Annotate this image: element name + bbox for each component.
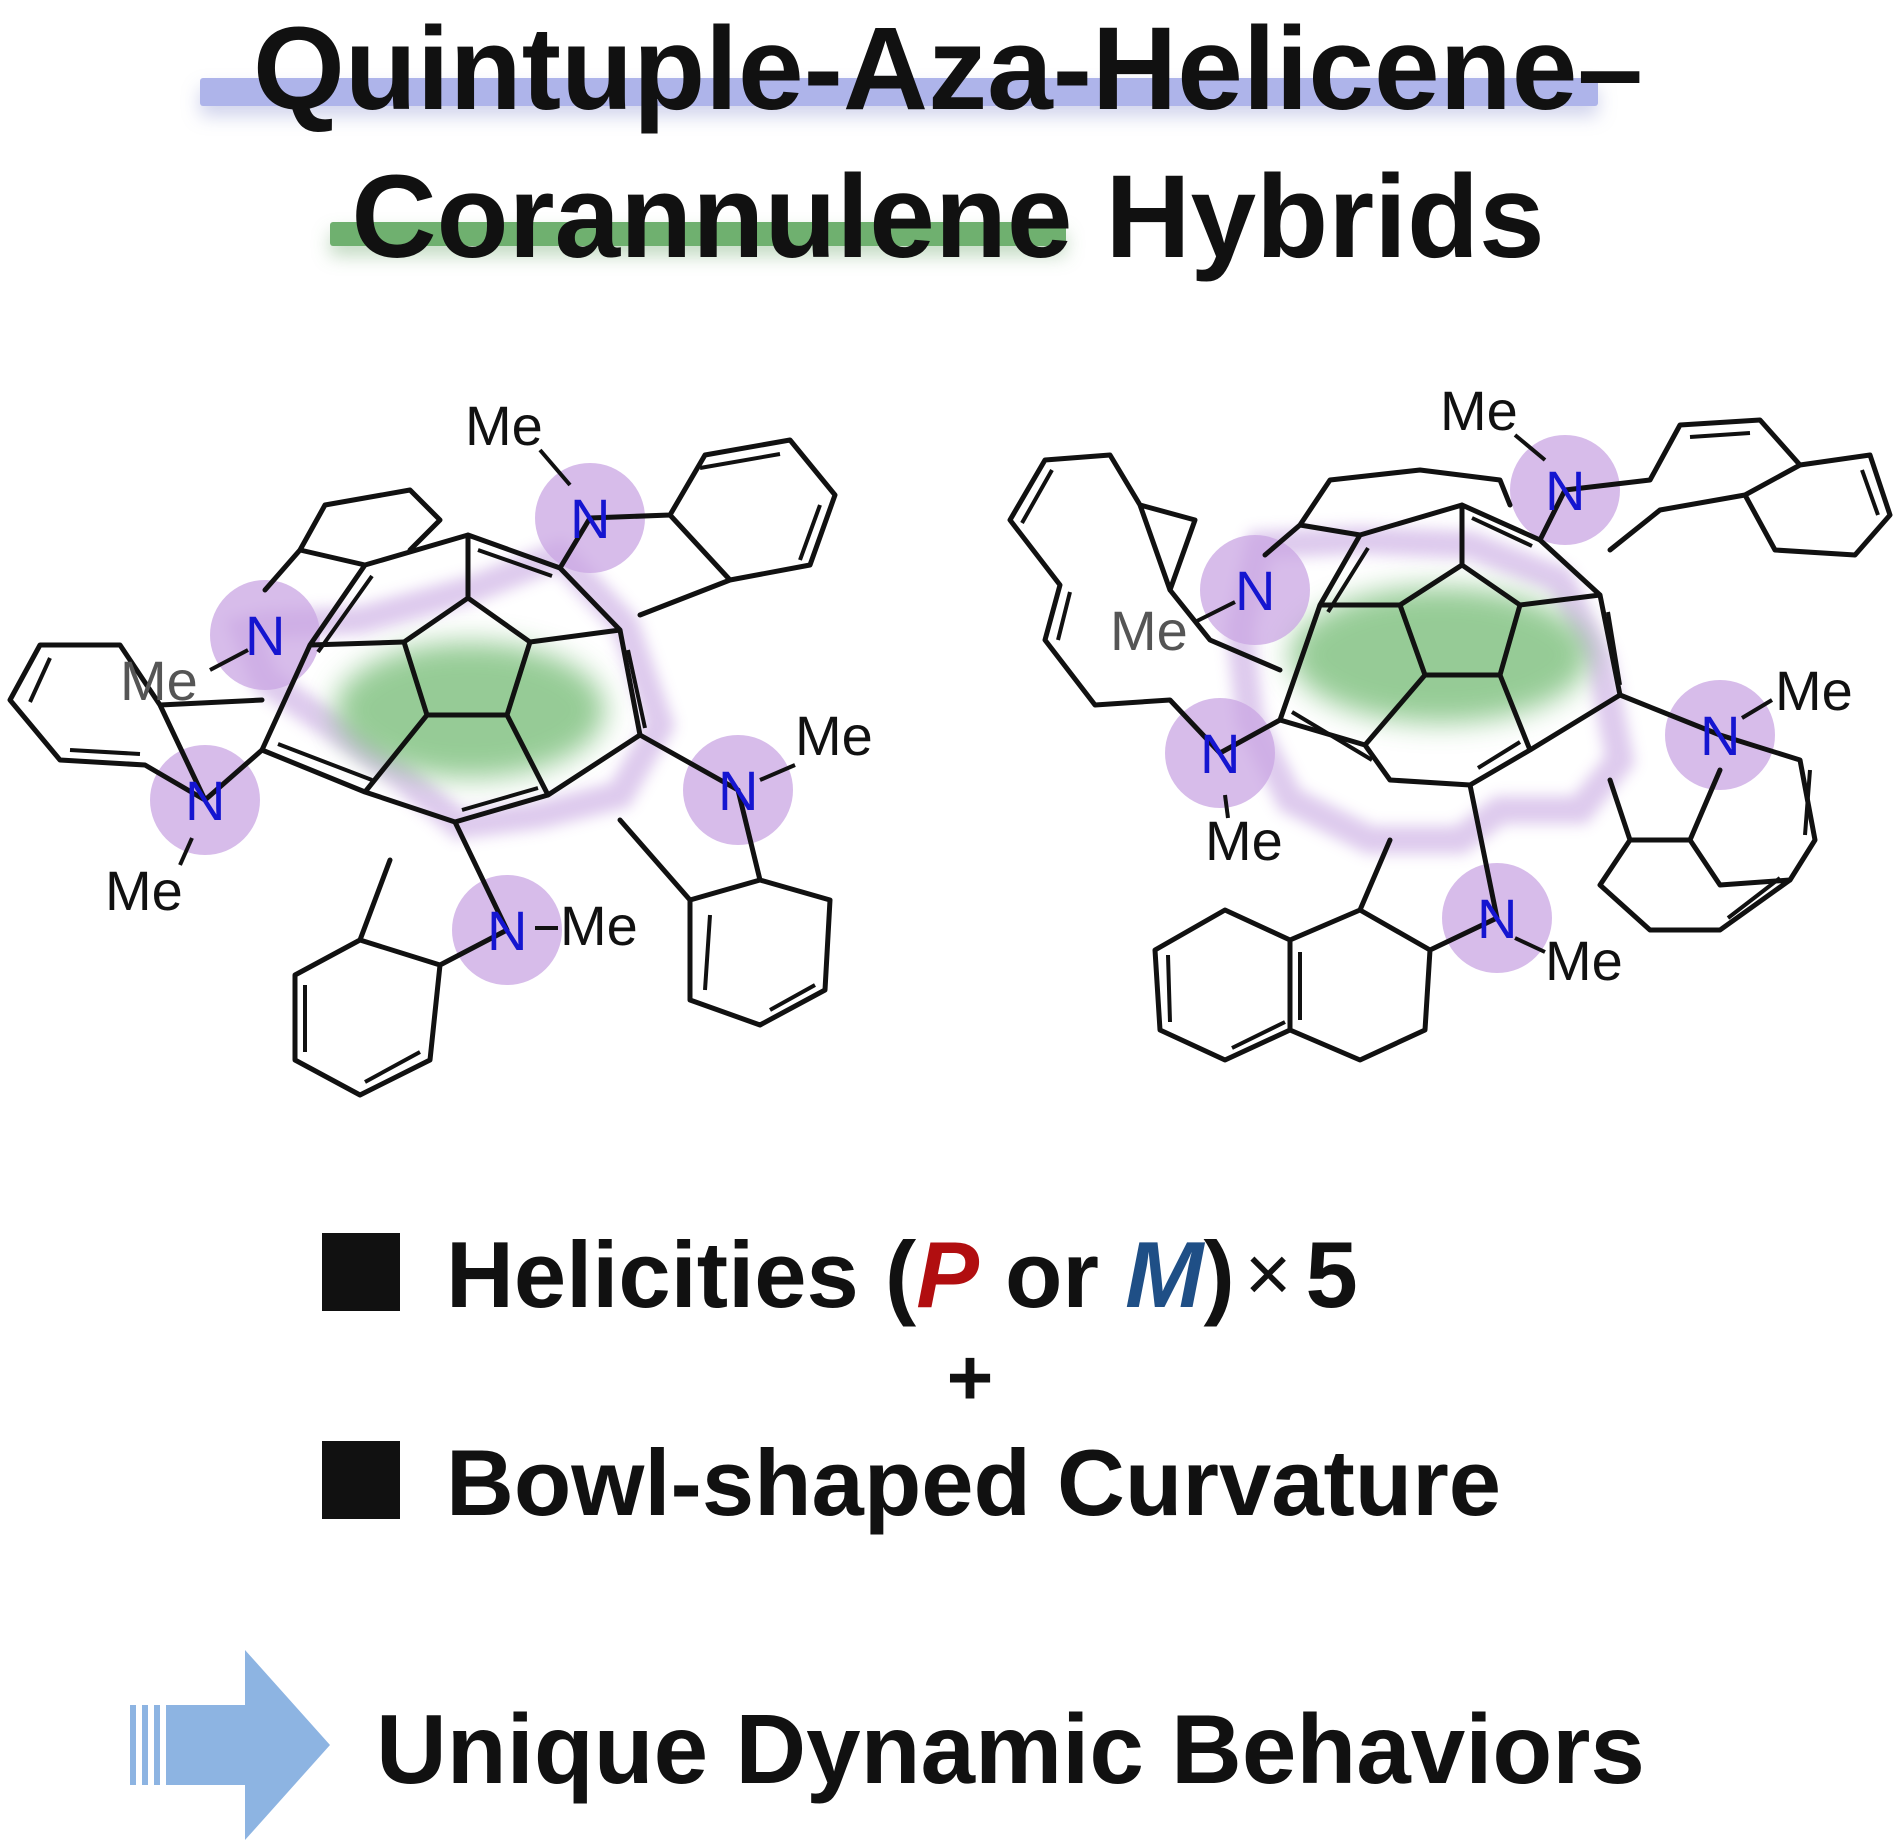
right-me-5: Me [1545, 929, 1623, 992]
left-me-3: Me [105, 859, 183, 922]
title-highlight-green [330, 222, 1066, 246]
left-n-4: N [718, 759, 758, 822]
plus-sign: + [946, 1333, 994, 1422]
title-corannulene: Corannulene [351, 151, 1073, 283]
left-me-5: Me [560, 894, 638, 957]
left-ring-ur [557, 437, 838, 618]
curvature-row: Bowl-shaped Curvature [322, 1436, 1501, 1530]
right-core-pentagon [1397, 562, 1523, 678]
left-molecule: N N N N N Me Me Me Me Me [7, 394, 873, 1098]
right-molecule: N N N N N Me Me Me Me Me [1007, 379, 1893, 1063]
right-me-4: Me [1775, 659, 1853, 722]
left-n-3: N [185, 769, 225, 832]
right-arrow-icon [130, 1650, 330, 1840]
title-highlight-blue [200, 78, 1598, 106]
left-me-bond-1 [538, 448, 572, 487]
left-me-2: Me [120, 649, 198, 712]
left-ring-l [7, 642, 265, 803]
left-ring-ul [262, 487, 443, 593]
right-ring-b [1152, 782, 1500, 1063]
helicity-close: ) [1203, 1222, 1235, 1327]
result-text: Unique Dynamic Behaviors [376, 1694, 1645, 1804]
helicity-p: P [916, 1222, 979, 1327]
left-ring-r [617, 732, 833, 1028]
right-n-3: N [1200, 722, 1240, 785]
molecule-structures: N N N N N Me Me Me Me Me [7, 379, 1893, 1098]
left-double-bonds [28, 452, 822, 1084]
left-n-2: N [245, 604, 285, 667]
bullet-square-2 [322, 1441, 400, 1519]
right-double-bonds [1020, 431, 1880, 1050]
right-ring-ur [1537, 417, 1893, 558]
bullet-square-1 [322, 1233, 400, 1311]
right-n-2: N [1235, 559, 1275, 622]
right-me-2: Me [1110, 599, 1188, 662]
left-n-circle-2 [210, 580, 320, 690]
title-hybrids: Hybrids [1105, 151, 1545, 283]
right-me-bond-5 [1514, 936, 1546, 954]
left-n-1: N [570, 487, 610, 550]
times-symbol: × [1244, 1229, 1292, 1318]
left-n-5: N [487, 899, 527, 962]
curvature-label: Bowl-shaped Curvature [446, 1430, 1502, 1535]
left-me-4: Me [795, 704, 873, 767]
right-me-1: Me [1440, 379, 1518, 442]
right-me-bond-1 [1513, 433, 1547, 462]
right-me-3: Me [1205, 809, 1283, 872]
right-n-1: N [1545, 459, 1585, 522]
left-me-bond-2 [209, 648, 249, 672]
title-line-1: Quintuple-Aza-Helicene– [252, 3, 1643, 135]
right-me-bond-2 [1194, 600, 1236, 624]
title-line-2: Corannulene Hybrids [0, 158, 1896, 276]
right-ring-r [1597, 692, 1818, 933]
right-ring-l [1007, 452, 1283, 756]
right-me-bond-4 [1740, 698, 1774, 720]
helicity-m: M [1125, 1222, 1204, 1327]
left-core-pentagon [401, 595, 533, 718]
helicity-or: or [978, 1222, 1126, 1327]
left-me-bond-4 [759, 763, 796, 782]
left-me-bond-3 [178, 837, 194, 866]
right-n-circle-2 [1200, 535, 1310, 645]
right-ring-ul [1262, 467, 1513, 558]
right-me-bond-3 [1223, 794, 1230, 819]
left-ring-b [292, 819, 510, 1098]
helicity-count: 5 [1305, 1222, 1358, 1327]
helicities-row: Helicities (P or M)×5 [322, 1228, 1358, 1322]
left-me-1: Me [465, 394, 543, 457]
right-n-4: N [1700, 704, 1740, 767]
helicities-label: Helicities ( [446, 1222, 917, 1327]
right-n-5: N [1477, 887, 1517, 950]
left-core-glow [335, 642, 605, 778]
